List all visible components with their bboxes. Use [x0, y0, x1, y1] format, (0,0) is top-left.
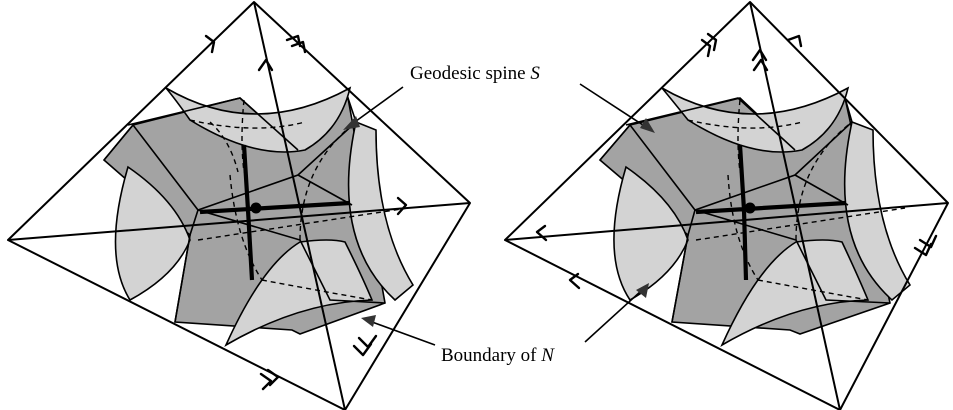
- boundary-pointer-right: [584, 290, 642, 343]
- right-arrow-vertical-1: [751, 48, 768, 62]
- left-top-vertex-region: [165, 86, 352, 153]
- left-arrow-top-right-2: [290, 40, 307, 54]
- spine-pointer-left-head: [343, 116, 360, 130]
- left-outer-edges: [7, 1, 471, 410]
- spine-pointer-left: [351, 86, 404, 125]
- left-inner-triangle-top: [127, 97, 299, 151]
- boundary-pointer-left-head: [361, 315, 376, 327]
- right-arrow-bottom-left: [568, 272, 581, 290]
- left-arrow-bottom-left-2: [266, 368, 280, 387]
- left-geodesic-spine: [199, 144, 351, 281]
- right-spine-vertex: [744, 202, 756, 214]
- right-arrow-vertical-2: [752, 58, 769, 72]
- left-hidden-curve-1: [189, 119, 306, 129]
- right-arrow-top-left-2: [706, 32, 718, 52]
- left-arrow-bottom-right-1: [357, 334, 378, 349]
- right-geodesic-spine: [695, 144, 847, 281]
- right-right-vertex-region: [843, 120, 912, 302]
- right-inner-line-a: [794, 174, 849, 206]
- right-arrow-bottom-right-1: [918, 234, 938, 249]
- right-hidden-curve-1: [687, 119, 803, 129]
- annotation-boundary: Boundary of N: [361, 283, 649, 366]
- left-spine-vertex: [250, 202, 262, 214]
- right-outer-edges: [504, 1, 949, 410]
- right-arrow-top-left-1: [700, 38, 712, 58]
- spine-label: Geodesic spine S: [410, 63, 540, 84]
- left-hidden-curve-7: [209, 121, 239, 173]
- right-bottom-vertex-region: [720, 239, 870, 347]
- left-arrow-bottom-right-2: [352, 342, 373, 357]
- boundary-label-symbol: N: [540, 345, 555, 366]
- spine-label-symbol: S: [530, 63, 540, 84]
- left-hidden-curve-2: [229, 174, 263, 281]
- boundary-label: Boundary of N: [441, 345, 555, 366]
- left-arrow-bottom-left-1: [259, 372, 273, 391]
- left-left-vertex-region: [114, 165, 191, 302]
- annotation-spine: Geodesic spine S: [343, 63, 655, 133]
- left-arrow-vertical: [257, 58, 274, 72]
- right-left-vertex-region: [613, 165, 689, 302]
- spine-pointer-right-head: [640, 118, 655, 133]
- right-top-vertex-region: [661, 86, 850, 153]
- right-arrow-top-right: [786, 34, 803, 48]
- right-inner-triangle-top: [625, 97, 796, 151]
- boundary-pointer-left: [371, 321, 436, 346]
- right-hidden-curve-4: [757, 279, 869, 301]
- right-tetrahedron: [504, 1, 949, 410]
- left-tetrahedron: [7, 1, 471, 410]
- right-arrow-horizontal: [535, 224, 548, 242]
- right-hidden-curve-2: [727, 174, 759, 281]
- right-horizontal-edge: [504, 202, 949, 241]
- right-inner-line-b: [844, 97, 853, 123]
- left-arrow-horizontal: [396, 196, 408, 216]
- spine-pointer-right: [579, 83, 647, 128]
- spine-label-text: Geodesic spine: [410, 63, 530, 84]
- left-arrow-top-left: [204, 34, 216, 54]
- boundary-label-text: Boundary of: [441, 345, 541, 366]
- boundary-pointer-right-head: [636, 283, 649, 298]
- left-hidden-curve-4: [261, 279, 373, 301]
- left-bottom-vertex-region: [224, 239, 374, 347]
- right-arrow-bottom-right-2: [913, 242, 933, 257]
- left-inner-line-a: [297, 174, 353, 206]
